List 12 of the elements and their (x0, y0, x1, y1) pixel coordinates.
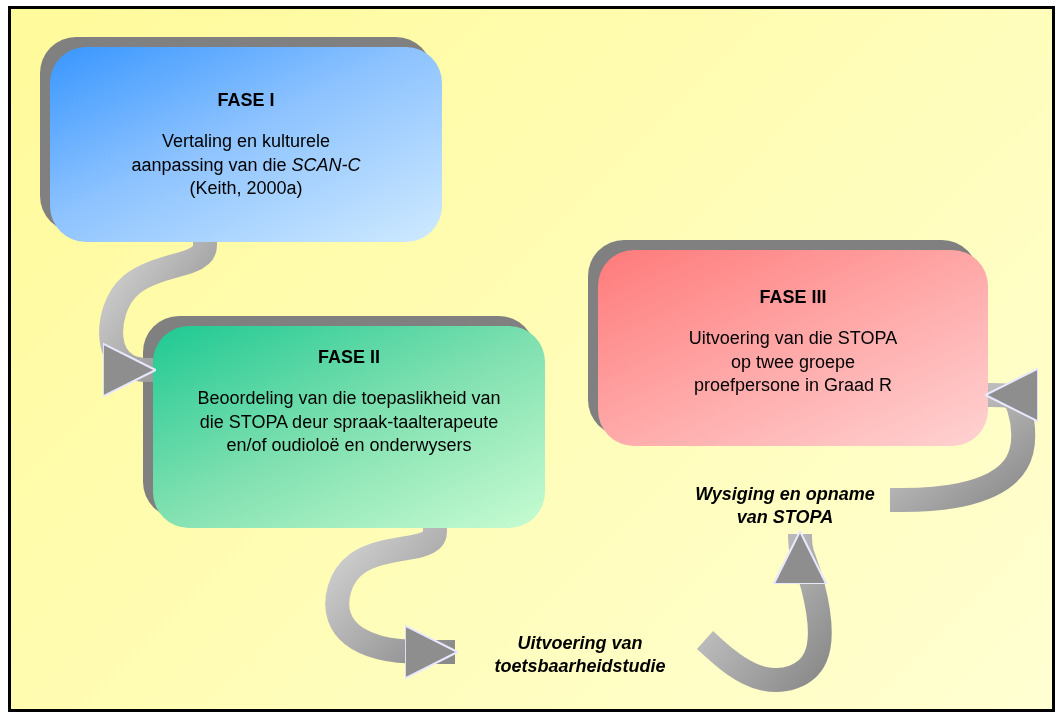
step-label: Uitvoering van toetsbaarheidstudie (455, 622, 705, 688)
phase-box (598, 250, 988, 446)
phase-description: Vertaling en kulturele aanpassing van die SCAN-C (Keith, 2000a) (130, 130, 362, 201)
step-label: Wysiging en opname van STOPA (680, 478, 890, 534)
phase-box (153, 326, 545, 528)
phase-title: FASE I (217, 89, 275, 112)
phase-box (50, 47, 442, 242)
curved-arrow (889, 367, 1040, 512)
phase-description: Beoordeling van die toepaslikheid van die STOPA deur spraak-taalterapeute en/of oudioloë en onderwysers (196, 387, 502, 458)
phase-description: Uitvoering van die STOPA op twee groepe proefpersone in Graad R (687, 327, 899, 398)
phase-title: FASE III (759, 286, 827, 309)
phase-title: FASE II (318, 346, 380, 369)
